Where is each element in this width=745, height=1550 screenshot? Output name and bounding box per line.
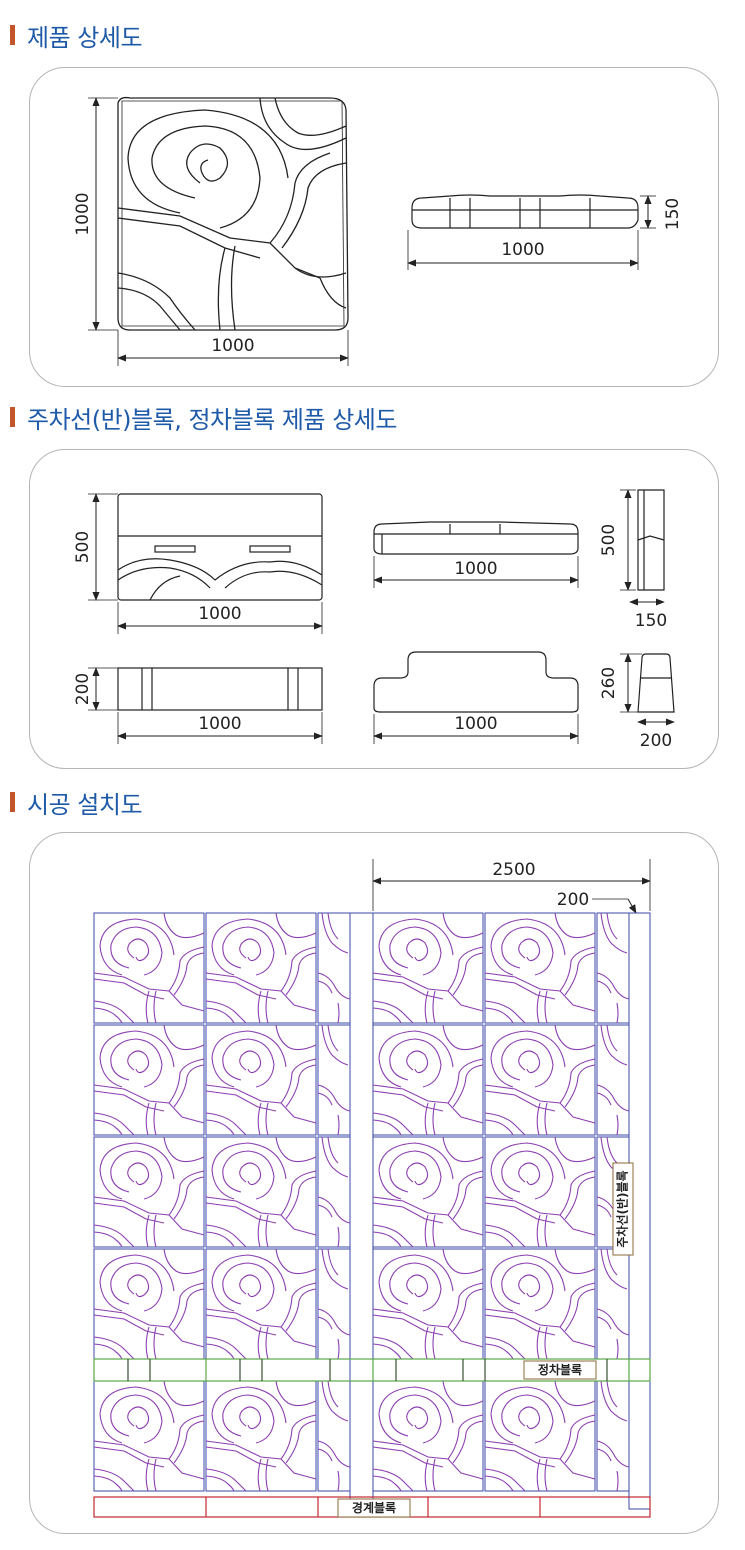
pavement-grid-right (372, 912, 630, 1492)
installation-panel: 2500 200 (29, 832, 719, 1534)
dim-install-width: 2500 (492, 860, 535, 880)
dim-half-block-height: 500 (73, 531, 93, 563)
dim-half-block-width: 1000 (198, 604, 241, 624)
parking-block-detail-panel: 500 1000 1000 500 150 (29, 449, 719, 769)
stop-block-side-view (373, 651, 579, 713)
svg-text:경계블록: 경계블록 (352, 1500, 396, 1515)
installation-drawing: 2500 200 (93, 859, 651, 1518)
half-block-side-view (373, 521, 579, 555)
title-accent-bar (10, 792, 15, 812)
stop-block-edge-view (637, 653, 675, 713)
section-title-text: 제품 상세도 (27, 23, 143, 52)
svg-text:정차블록: 정차블록 (538, 1362, 582, 1377)
dim-half-edge-height: 500 (599, 524, 619, 556)
dim-lane-width: 200 (557, 890, 589, 910)
svg-text:주차선(반)블록: 주차선(반)블록 (615, 1170, 630, 1247)
paving-block-top-view (117, 96, 349, 331)
label-parking-line-block: 주차선(반)블록 (612, 1162, 634, 1256)
dim-half-side-width: 1000 (454, 559, 497, 579)
title-accent-bar (10, 407, 15, 427)
half-block-top-view (117, 493, 323, 601)
section-title-parking-block-detail: 주차선(반)블록, 정차블록 제품 상세도 (10, 400, 397, 434)
dim-half-edge-thickness: 150 (635, 611, 667, 631)
dim-stop-block-height: 200 (73, 673, 93, 705)
dim-side-width: 1000 (501, 240, 544, 260)
title-accent-bar (10, 25, 15, 45)
dim-stop-edge-height: 260 (599, 667, 619, 699)
section-title-product-detail: 제품 상세도 (10, 18, 143, 52)
dim-stop-side-width: 1000 (454, 714, 497, 734)
dim-side-height: 150 (663, 198, 683, 230)
parking-block-detail-drawing: 500 1000 1000 500 150 (73, 489, 675, 751)
section-title-text: 시공 설치도 (27, 790, 143, 819)
dim-stop-block-width: 1000 (198, 714, 241, 734)
half-block-edge-view (637, 489, 665, 591)
parking-lane-strip (349, 912, 374, 1510)
section-title-installation: 시공 설치도 (10, 785, 143, 819)
dim-block-height: 1000 (73, 192, 93, 235)
paving-block-side-view (411, 194, 639, 229)
pavement-grid-left (93, 912, 351, 1492)
label-border-block: 경계블록 (337, 1498, 411, 1518)
product-detail-drawing: 1000 1000 150 1000 (73, 96, 683, 366)
stop-block-top-view (117, 667, 323, 711)
label-stop-block: 정차블록 (523, 1360, 597, 1380)
dim-stop-edge-width: 200 (640, 731, 672, 751)
section-title-text: 주차선(반)블록, 정차블록 제품 상세도 (27, 405, 397, 434)
dim-block-width: 1000 (211, 336, 254, 356)
product-detail-panel: 1000 1000 150 1000 (29, 67, 719, 387)
